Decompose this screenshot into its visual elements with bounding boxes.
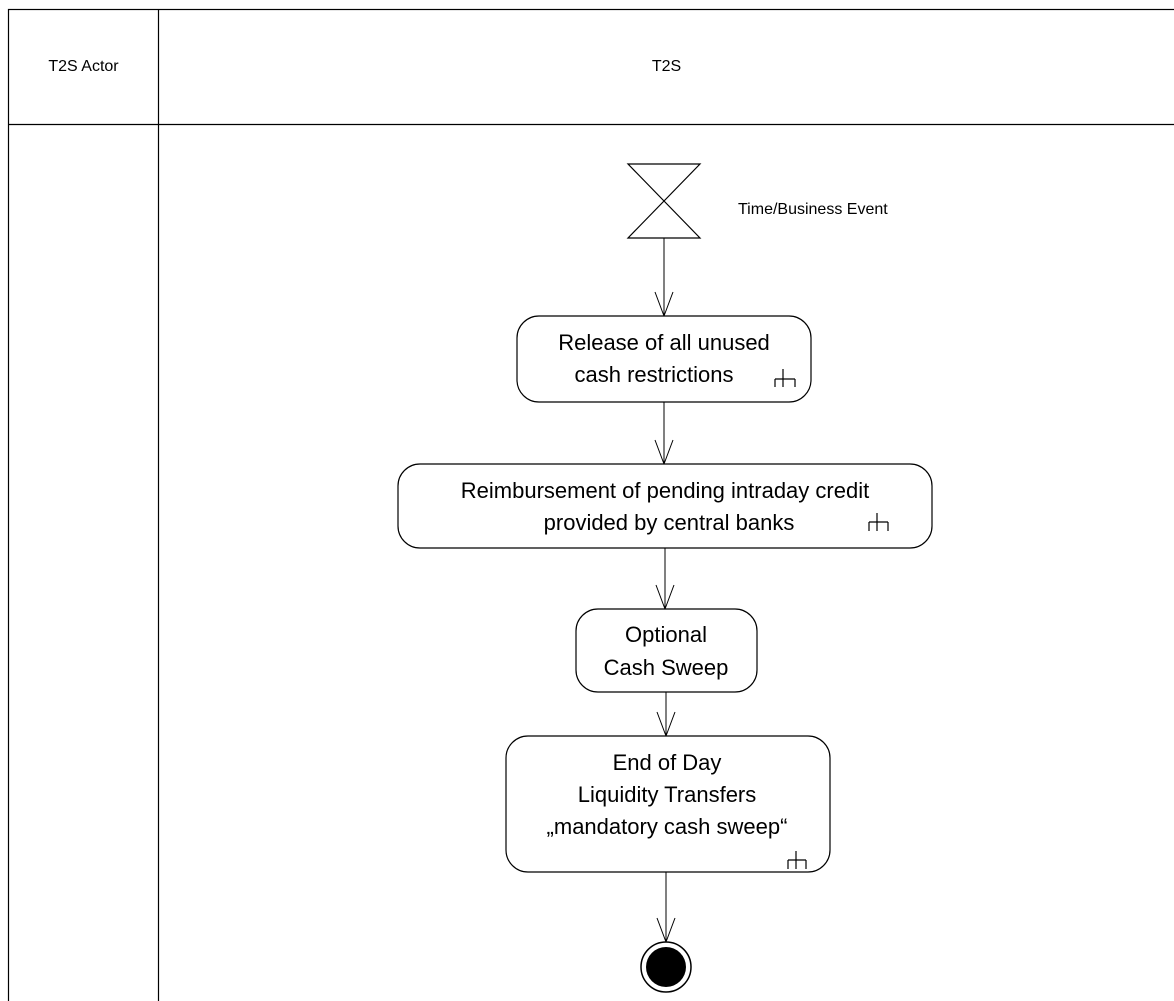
activity-label-line: Release of all unused [558,330,770,355]
subactivity-rake-icon [787,851,807,869]
time-event-icon [626,163,702,239]
activity-reimbursement-intraday-credit: Reimbursement of pending intraday credit… [397,463,933,549]
activity-label-line: End of Day [613,750,722,775]
swimlane-header-actor: T2S Actor [9,10,158,124]
activity-label-line: provided by central banks [544,510,795,535]
activity-label-line: Reimbursement of pending intraday credit [461,478,869,503]
activity-final-node-icon [640,941,692,993]
activity-optional-cash-sweep: Optional Cash Sweep [575,608,758,693]
swimlane-frame [7,8,1174,1001]
activity-label-line: Optional [625,622,707,647]
time-event-label: Time/Business Event [738,201,888,218]
activity-label-line: „mandatory cash sweep“ [547,814,788,839]
subactivity-rake-icon [868,513,889,531]
activity-label-line: Cash Sweep [604,655,729,680]
swimlane-header-actor-label: T2S Actor [48,58,119,75]
activity-release-cash-restrictions: Release of all unused cash restrictions [516,315,812,403]
swimlane-header-system-label: T2S [651,58,682,75]
activity-label-line: Liquidity Transfers [578,782,757,807]
swimlane-header-system: T2S [159,10,1174,124]
activity-end-of-day-liquidity-transfers: End of Day Liquidity Transfers „mandator… [505,735,831,873]
subactivity-rake-icon [774,369,796,387]
activity-label-line: cash restrictions [575,362,734,387]
